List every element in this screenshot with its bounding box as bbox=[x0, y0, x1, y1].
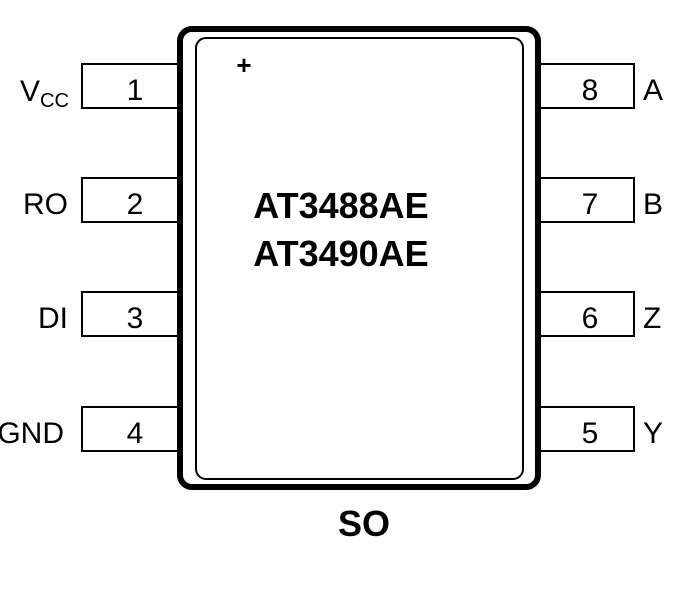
pin-4: 4 GND bbox=[0, 406, 181, 452]
pin-6-number: 6 bbox=[582, 302, 599, 335]
pin-2-name: RO bbox=[23, 188, 68, 221]
part-number-1: AT3488AE bbox=[253, 185, 428, 226]
pin-6: 6 Z bbox=[537, 291, 661, 337]
pin-7-name: B bbox=[643, 188, 663, 221]
chip-body-inner bbox=[195, 37, 524, 480]
pin-8-number: 8 bbox=[582, 74, 599, 107]
pin-1: 1 VCC bbox=[20, 63, 181, 112]
pin-8-box bbox=[537, 63, 635, 109]
pin-2-number: 2 bbox=[127, 188, 144, 221]
pin-1-name: VCC bbox=[20, 75, 69, 112]
pin-6-box bbox=[537, 291, 635, 337]
pin1-marker: + bbox=[236, 50, 251, 80]
pin-2-box bbox=[81, 177, 181, 223]
pin-7-number: 7 bbox=[582, 188, 599, 221]
pin-8: 8 A bbox=[537, 63, 663, 109]
pin-5-name: Y bbox=[643, 417, 663, 450]
pin-1-number: 1 bbox=[127, 74, 144, 107]
pin-1-box bbox=[81, 63, 181, 109]
pin-3: 3 DI bbox=[38, 291, 181, 337]
pin-3-number: 3 bbox=[127, 302, 144, 335]
pin-2: 2 RO bbox=[23, 177, 181, 223]
pin-4-name: GND bbox=[0, 417, 64, 450]
part-number-2: AT3490AE bbox=[253, 233, 428, 274]
chip-body-outer bbox=[177, 26, 541, 490]
pin-5: 5 Y bbox=[537, 406, 663, 452]
pin-8-name: A bbox=[643, 74, 663, 107]
pin-7: 7 B bbox=[537, 177, 663, 223]
package-label: SO bbox=[338, 503, 390, 544]
pin-4-number: 4 bbox=[127, 417, 144, 450]
pin-6-name: Z bbox=[643, 302, 661, 335]
pin-3-box bbox=[81, 291, 181, 337]
pin-5-number: 5 bbox=[582, 417, 599, 450]
pin-3-name: DI bbox=[38, 302, 68, 335]
